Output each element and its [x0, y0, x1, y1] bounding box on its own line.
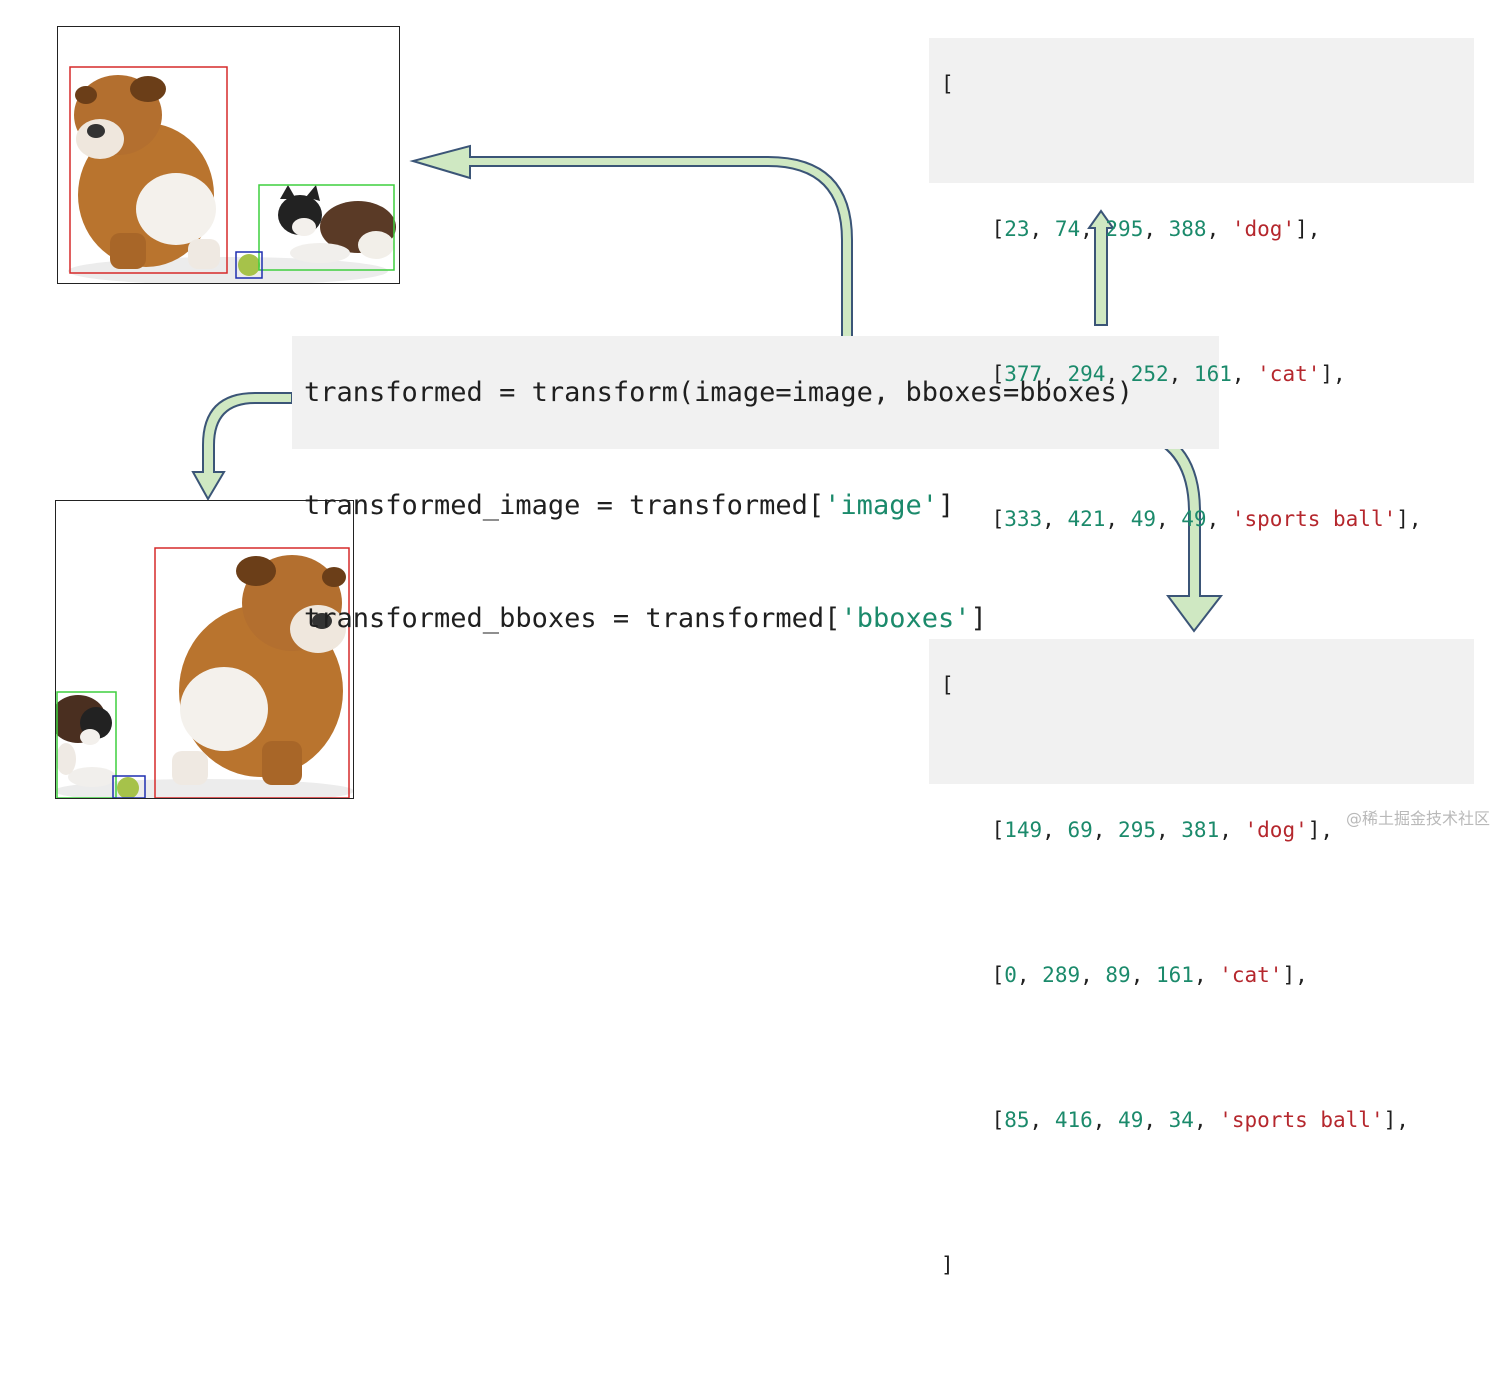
bbox-w: 295	[1105, 216, 1144, 241]
arrow-to-original-bboxes	[1087, 209, 1115, 326]
code-line-3: transformed_bboxes = transformed['bboxes…	[304, 602, 1219, 715]
original-image	[68, 66, 396, 283]
code-line-3-key: 'bboxes'	[840, 603, 971, 634]
code-line-1-text: transformed = transform(image=image, bbo…	[304, 377, 1134, 408]
code-line-3-suffix: ]	[970, 603, 987, 634]
bbox-x: 85	[1004, 1107, 1030, 1132]
transform-code-block: transformed = transform(image=image, bbo…	[292, 336, 1219, 634]
bbox-h: 388	[1168, 216, 1207, 241]
arrow-to-transformed-image	[191, 392, 293, 502]
bbox-w: 49	[1118, 1107, 1144, 1132]
bbox-y: 69	[1067, 817, 1093, 842]
ball-bbox	[235, 251, 263, 279]
bbox-row: [333, 421, 49, 49, 'sports ball'],	[941, 506, 1422, 531]
bbox-w: 295	[1118, 817, 1156, 842]
bbox-x: 377	[1004, 361, 1043, 386]
original-image-panel	[57, 26, 400, 284]
bbox-x: 333	[1004, 506, 1043, 531]
bbox-y: 74	[1054, 216, 1081, 241]
code-line-2-prefix: transformed_image = transformed[	[304, 490, 825, 521]
cat-illustration	[278, 185, 396, 263]
original-bboxes-block: [ [23, 74, 295, 388, 'dog'], [377, 294, …	[929, 38, 1474, 676]
cat-illustration	[56, 695, 116, 787]
bbox-w: 49	[1130, 506, 1156, 531]
code-line-2: transformed_image = transformed['image']	[304, 489, 1219, 602]
bbox-y: 421	[1067, 506, 1106, 531]
bbox-list-close: ]	[941, 1252, 954, 1277]
dog-illustration	[74, 75, 220, 269]
bbox-h: 381	[1181, 817, 1220, 842]
bbox-label: 'cat'	[1219, 962, 1283, 987]
bbox-h: 34	[1168, 1107, 1194, 1132]
transformed-image-panel	[55, 500, 354, 799]
cat-bbox	[258, 184, 395, 271]
dog-bbox	[69, 66, 228, 274]
bbox-label: 'sports ball'	[1219, 1107, 1384, 1132]
bbox-h: 161	[1193, 361, 1232, 386]
flow-arrows	[191, 144, 1224, 633]
arrow-to-original-image	[409, 144, 853, 341]
bbox-list-open: [	[941, 71, 954, 96]
bbox-label: 'cat'	[1257, 361, 1321, 386]
bbox-row: [149, 69, 295, 381, 'dog'],	[941, 817, 1334, 842]
bbox-y: 416	[1054, 1107, 1093, 1132]
bbox-w: 252	[1130, 361, 1169, 386]
bbox-y: 294	[1067, 361, 1106, 386]
code-line-2-key: 'image'	[824, 490, 938, 521]
bbox-w: 89	[1105, 962, 1131, 987]
code-line-1: transformed = transform(image=image, bbo…	[304, 376, 1219, 489]
bbox-row: [377, 294, 252, 161, 'cat'],	[941, 361, 1346, 386]
transformed-image	[56, 547, 353, 798]
watermark: @稀土掘金技术社区	[1345, 809, 1490, 828]
bbox-row: [0, 289, 89, 161, 'cat'],	[941, 962, 1308, 987]
bbox-y: 289	[1042, 962, 1081, 987]
bbox-label: 'dog'	[1244, 817, 1308, 842]
ball-illustration	[117, 777, 139, 798]
bbox-h: 161	[1156, 962, 1194, 987]
dog-illustration	[172, 555, 346, 785]
bbox-h: 49	[1181, 506, 1207, 531]
cat-bbox	[56, 691, 117, 798]
bbox-label: 'dog'	[1231, 216, 1296, 241]
code-line-3-prefix: transformed_bboxes = transformed[	[304, 603, 841, 634]
bbox-row: [85, 416, 49, 34, 'sports ball'],	[941, 1107, 1409, 1132]
bbox-x: 0	[1004, 962, 1017, 987]
bbox-row: [23, 74, 295, 388, 'dog'],	[941, 216, 1321, 241]
ball-bbox	[112, 775, 146, 798]
transformed-bboxes-block: [ [149, 69, 295, 381, 'dog'], [0, 289, 8…	[929, 639, 1474, 1277]
bbox-label: 'sports ball'	[1231, 506, 1397, 531]
bbox-x: 23	[1004, 216, 1030, 241]
bbox-x: 149	[1004, 817, 1043, 842]
bbox-list-open: [	[941, 672, 954, 697]
ball-illustration	[238, 254, 260, 276]
code-line-2-suffix: ]	[937, 490, 955, 521]
dog-bbox	[154, 547, 350, 798]
